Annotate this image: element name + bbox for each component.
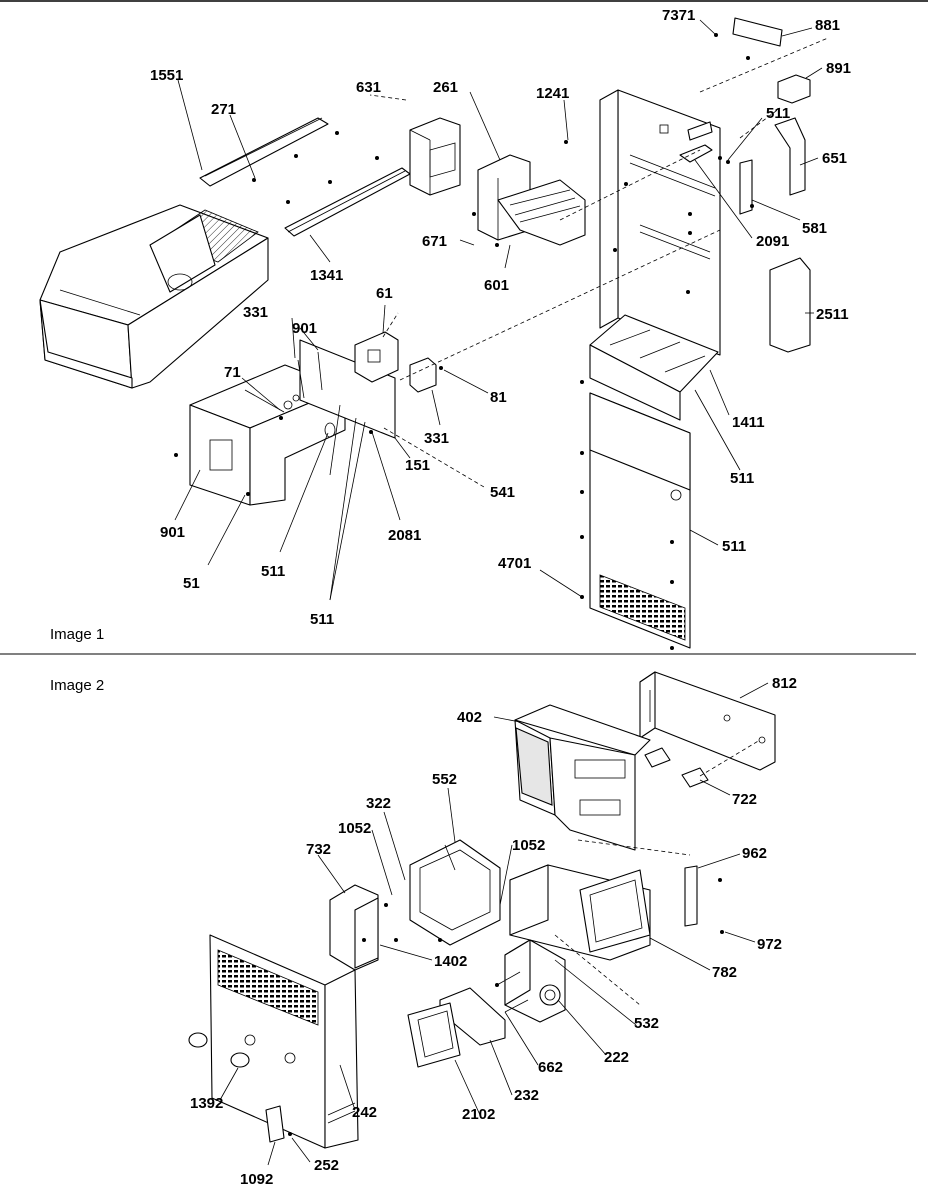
front-panel-part bbox=[209, 934, 359, 1149]
callout: 151 bbox=[405, 457, 430, 474]
callout: 532 bbox=[634, 1015, 659, 1032]
callout: 81 bbox=[490, 389, 507, 406]
callout: 581 bbox=[802, 220, 827, 237]
callout: 7371 bbox=[662, 7, 695, 24]
callout: 662 bbox=[538, 1059, 563, 1076]
callout: 631 bbox=[356, 79, 381, 96]
ice-maker-part bbox=[472, 154, 586, 247]
callout: 722 bbox=[732, 791, 757, 808]
rail-part bbox=[199, 117, 329, 187]
image2-callouts: 812 402 722 552 322 1052 1052 732 962 97… bbox=[190, 675, 797, 1188]
callout: 511 bbox=[722, 538, 746, 555]
callout: 1052 bbox=[512, 837, 545, 854]
callout: 651 bbox=[822, 150, 847, 167]
callout: 2511 bbox=[816, 306, 849, 323]
callout: 732 bbox=[306, 841, 331, 858]
callout: 962 bbox=[742, 845, 767, 862]
callout: 511 bbox=[766, 105, 790, 122]
front-panel-part bbox=[580, 392, 691, 650]
callout: 671 bbox=[422, 233, 447, 250]
callout: 51 bbox=[183, 575, 200, 592]
callout: 901 bbox=[160, 524, 185, 541]
callout: 4701 bbox=[498, 555, 531, 572]
callout: 881 bbox=[815, 17, 840, 34]
callout: 242 bbox=[352, 1104, 377, 1121]
frame-part bbox=[409, 839, 501, 946]
callout: 271 bbox=[211, 101, 236, 118]
bracket-part bbox=[639, 671, 776, 771]
image1-drawing bbox=[39, 17, 829, 650]
shelf-part bbox=[580, 314, 719, 421]
callout: 1402 bbox=[434, 953, 467, 970]
image1-callouts: 7371 881 891 1551 271 631 261 1241 511 6… bbox=[150, 7, 851, 628]
callout: 232 bbox=[514, 1087, 539, 1104]
callout: 71 bbox=[224, 364, 241, 381]
callout: 972 bbox=[757, 936, 782, 953]
callout: 1411 bbox=[732, 414, 765, 431]
callout: 552 bbox=[432, 771, 457, 788]
callout: 402 bbox=[457, 709, 482, 726]
callout: 1241 bbox=[536, 85, 569, 102]
callout: 812 bbox=[772, 675, 797, 692]
callout: 1052 bbox=[338, 820, 371, 837]
callout: 1551 bbox=[150, 67, 183, 84]
callout: 541 bbox=[490, 484, 515, 501]
callout: 252 bbox=[314, 1157, 339, 1174]
callout: 2081 bbox=[388, 527, 421, 544]
callout: 61 bbox=[376, 285, 393, 302]
callout: 782 bbox=[712, 964, 737, 981]
callout: 511 bbox=[730, 470, 754, 487]
callout: 1092 bbox=[240, 1171, 273, 1188]
callout: 2091 bbox=[756, 233, 789, 250]
actuator-part bbox=[504, 939, 566, 1023]
callout: 322 bbox=[366, 795, 391, 812]
ice-bin-part bbox=[39, 204, 269, 389]
callout: 331 bbox=[243, 304, 268, 321]
section-label-image2: Image 2 bbox=[50, 677, 104, 694]
callout: 1392 bbox=[190, 1095, 223, 1112]
cover-part bbox=[409, 117, 461, 196]
housing-part bbox=[514, 704, 651, 851]
callout: 331 bbox=[424, 430, 449, 447]
callout: 511 bbox=[261, 563, 285, 580]
section-label-image1: Image 1 bbox=[50, 626, 104, 643]
callout: 2102 bbox=[462, 1106, 495, 1123]
callout: 261 bbox=[433, 79, 458, 96]
callout: 222 bbox=[604, 1049, 629, 1066]
callout: 901 bbox=[292, 320, 317, 337]
image2-drawing bbox=[188, 671, 776, 1166]
callout: 511 bbox=[310, 611, 334, 628]
callout: 1341 bbox=[310, 267, 343, 284]
callout: 891 bbox=[826, 60, 851, 77]
callout: 601 bbox=[484, 277, 509, 294]
